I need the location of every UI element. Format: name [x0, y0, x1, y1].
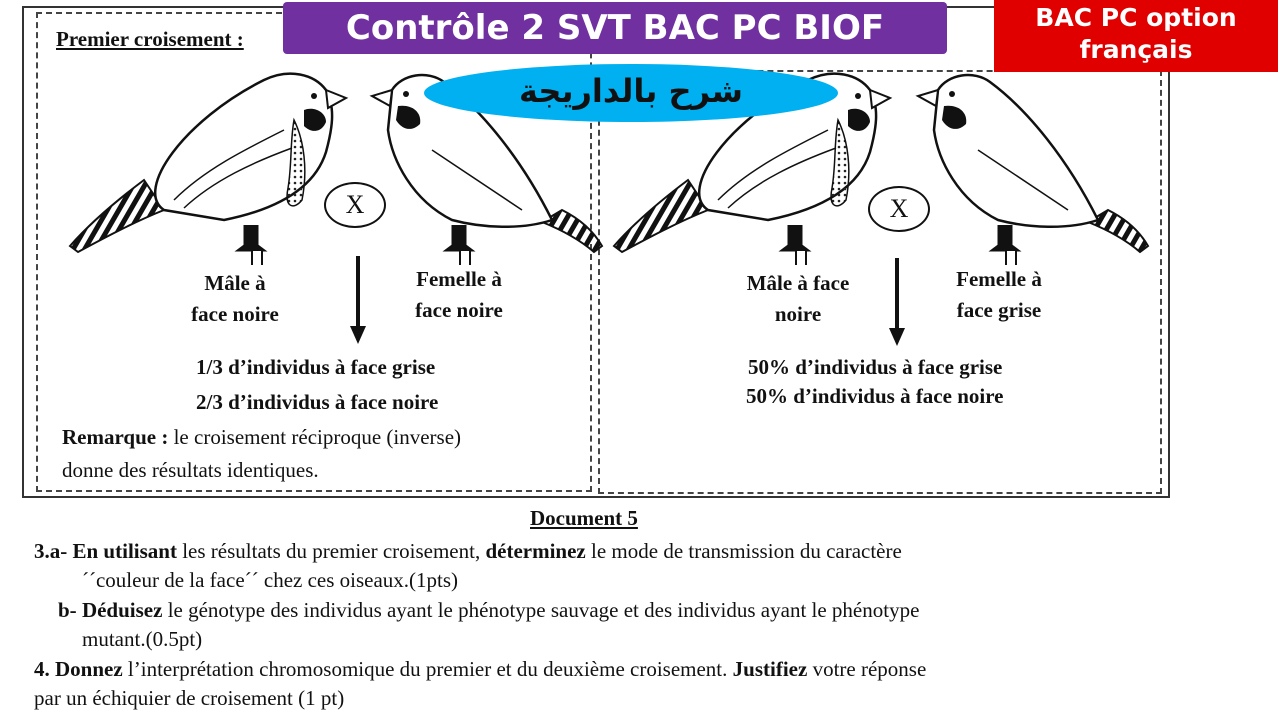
- male-label-1: Mâle à face noire: [191, 271, 279, 326]
- option-badge: BAC PC option français: [994, 0, 1278, 72]
- arrow-down-icon: [889, 258, 905, 346]
- document-label: Document 5: [530, 506, 638, 530]
- second-cross-panel: [598, 70, 1162, 494]
- question-3b-line2: mutant.(0.5pt): [82, 627, 203, 651]
- question-4: 4. Donnez l’interprétation chromosomique…: [34, 657, 927, 681]
- male-bird-illustration: [68, 72, 348, 265]
- cross2-result-1: 50% d’individus à face grise: [748, 355, 1003, 379]
- male-label-2: Mâle à face noire: [746, 271, 850, 326]
- remark: Remarque : le croisement réciproque (inv…: [62, 425, 462, 449]
- remark-line-2: donne des résultats identiques.: [62, 458, 319, 482]
- question-3b: b- Déduisez le génotype des individus ay…: [58, 598, 920, 622]
- cross1-result-1: 1/3 d’individus à face grise: [196, 355, 436, 379]
- question-3a: 3.a- En utilisant les résultats du premi…: [34, 539, 902, 563]
- female-label-2: Femelle à face grise: [956, 267, 1042, 322]
- cross-symbol-2: X: [868, 186, 930, 232]
- cross-symbol-1: X: [324, 182, 386, 228]
- female-bird-illustration-2: [916, 73, 1150, 265]
- question-3a-line2: ´´couleur de la face´´ chez ces oiseaux.…: [82, 568, 459, 592]
- cross1-result-2: 2/3 d’individus à face noire: [196, 390, 439, 414]
- arrow-down-icon: [350, 256, 366, 344]
- arabic-explanation-label: شرح بالداريجة: [424, 64, 838, 122]
- female-label-1: Femelle à face noire: [415, 267, 503, 322]
- title-banner: Contrôle 2 SVT BAC PC BIOF: [283, 2, 947, 54]
- cross2-result-2: 50% d’individus à face noire: [746, 384, 1004, 408]
- first-cross-heading: Premier croisement :: [56, 27, 244, 51]
- question-4-line2: par un échiquier de croisement (1 pt): [34, 686, 345, 710]
